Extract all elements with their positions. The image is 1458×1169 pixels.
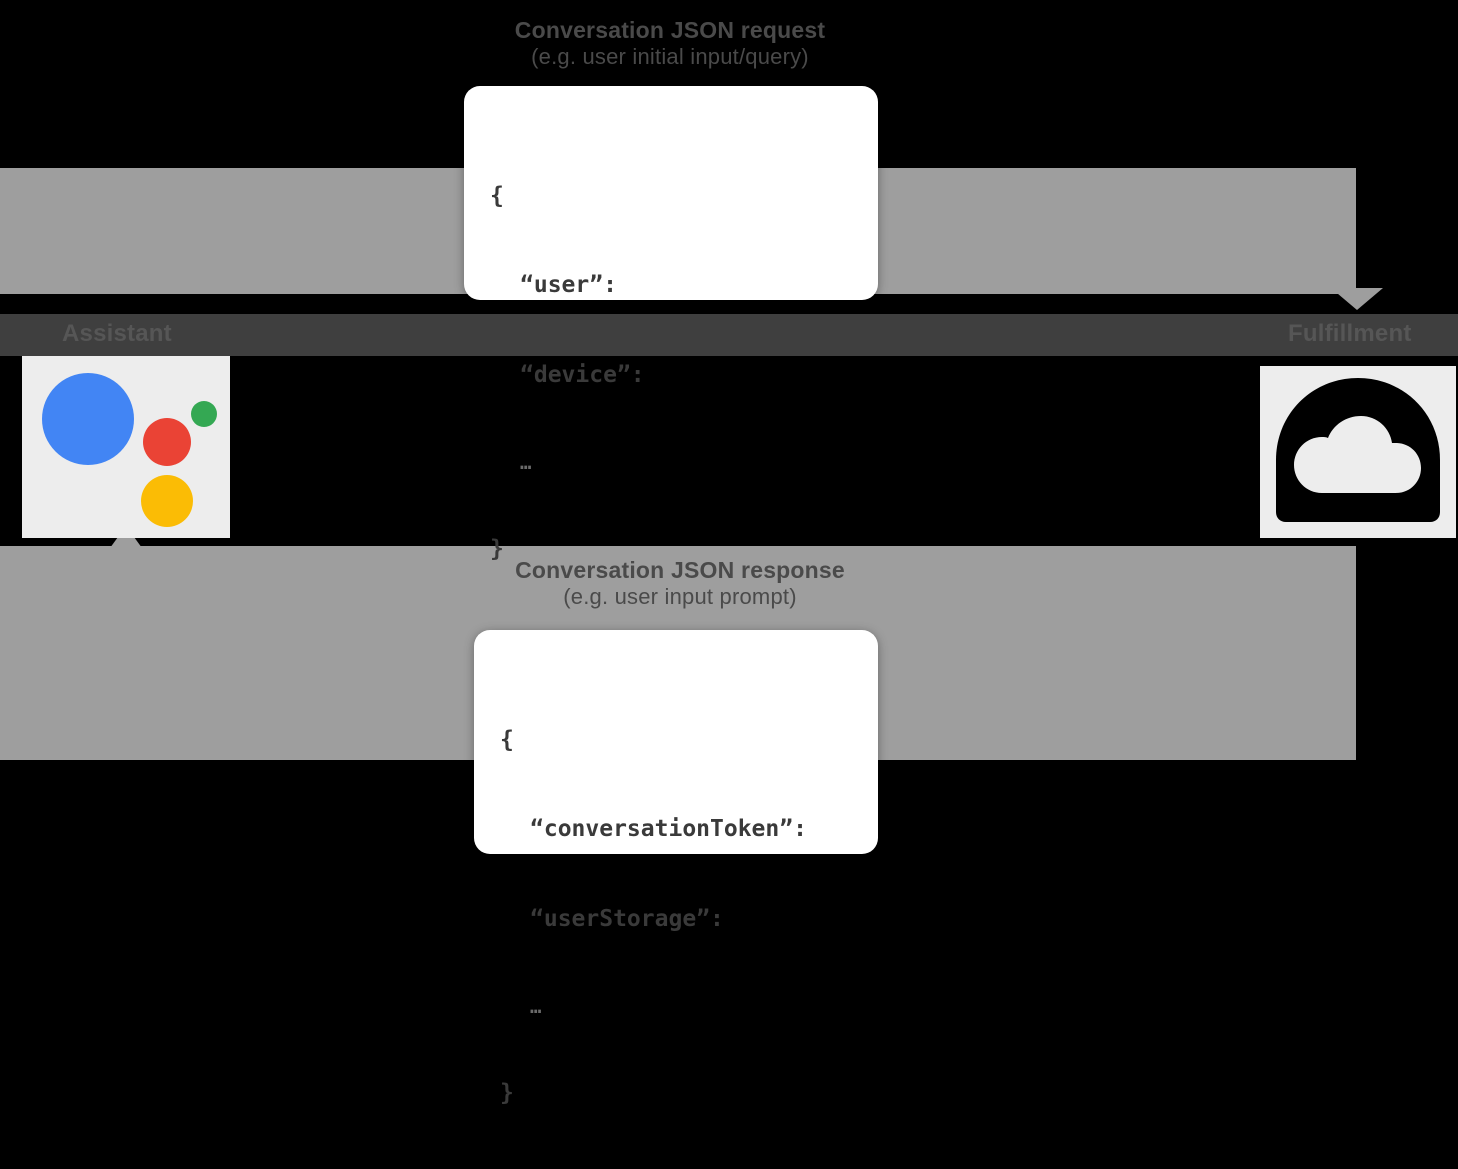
request-json-open-brace: { (490, 182, 504, 209)
request-json-key-user: “user”: (520, 272, 617, 299)
response-caption-subtitle: (e.g. user input prompt) (563, 584, 797, 610)
request-json-key-device: “device”: (520, 362, 645, 389)
google-assistant-icon (22, 356, 230, 538)
node-label-strip (0, 314, 1458, 356)
response-json-open-brace: { (500, 726, 514, 753)
fulfillment-node-label: Fulfillment (1288, 320, 1412, 347)
response-json-key-user-storage: “userStorage”: (530, 906, 724, 933)
request-arrowhead-icon (1331, 288, 1383, 310)
diagram-canvas: Conversation JSON request (e.g. user ini… (0, 16, 1458, 1107)
request-caption-title: Conversation JSON request (514, 17, 826, 43)
request-json-close-brace: } (490, 536, 504, 563)
response-json-key-conversation-token: “conversationToken”: (530, 816, 807, 843)
request-json-card: { “user”: “device”: … } (464, 86, 878, 562)
request-caption: Conversation JSON request (e.g. user ini… (430, 16, 910, 71)
cloud-icon (1260, 366, 1456, 538)
response-caption: Conversation JSON response (e.g. user in… (440, 556, 920, 611)
response-caption-title: Conversation JSON response (515, 557, 845, 583)
response-json-card: { “conversationToken”: “userStorage”: … … (474, 630, 878, 1106)
assistant-node-label: Assistant (62, 320, 172, 347)
response-json-close-brace: } (500, 1080, 514, 1107)
request-caption-subtitle: (e.g. user initial input/query) (531, 44, 809, 70)
response-json-ellipsis: … (530, 995, 542, 1018)
request-json-ellipsis: … (520, 451, 532, 474)
